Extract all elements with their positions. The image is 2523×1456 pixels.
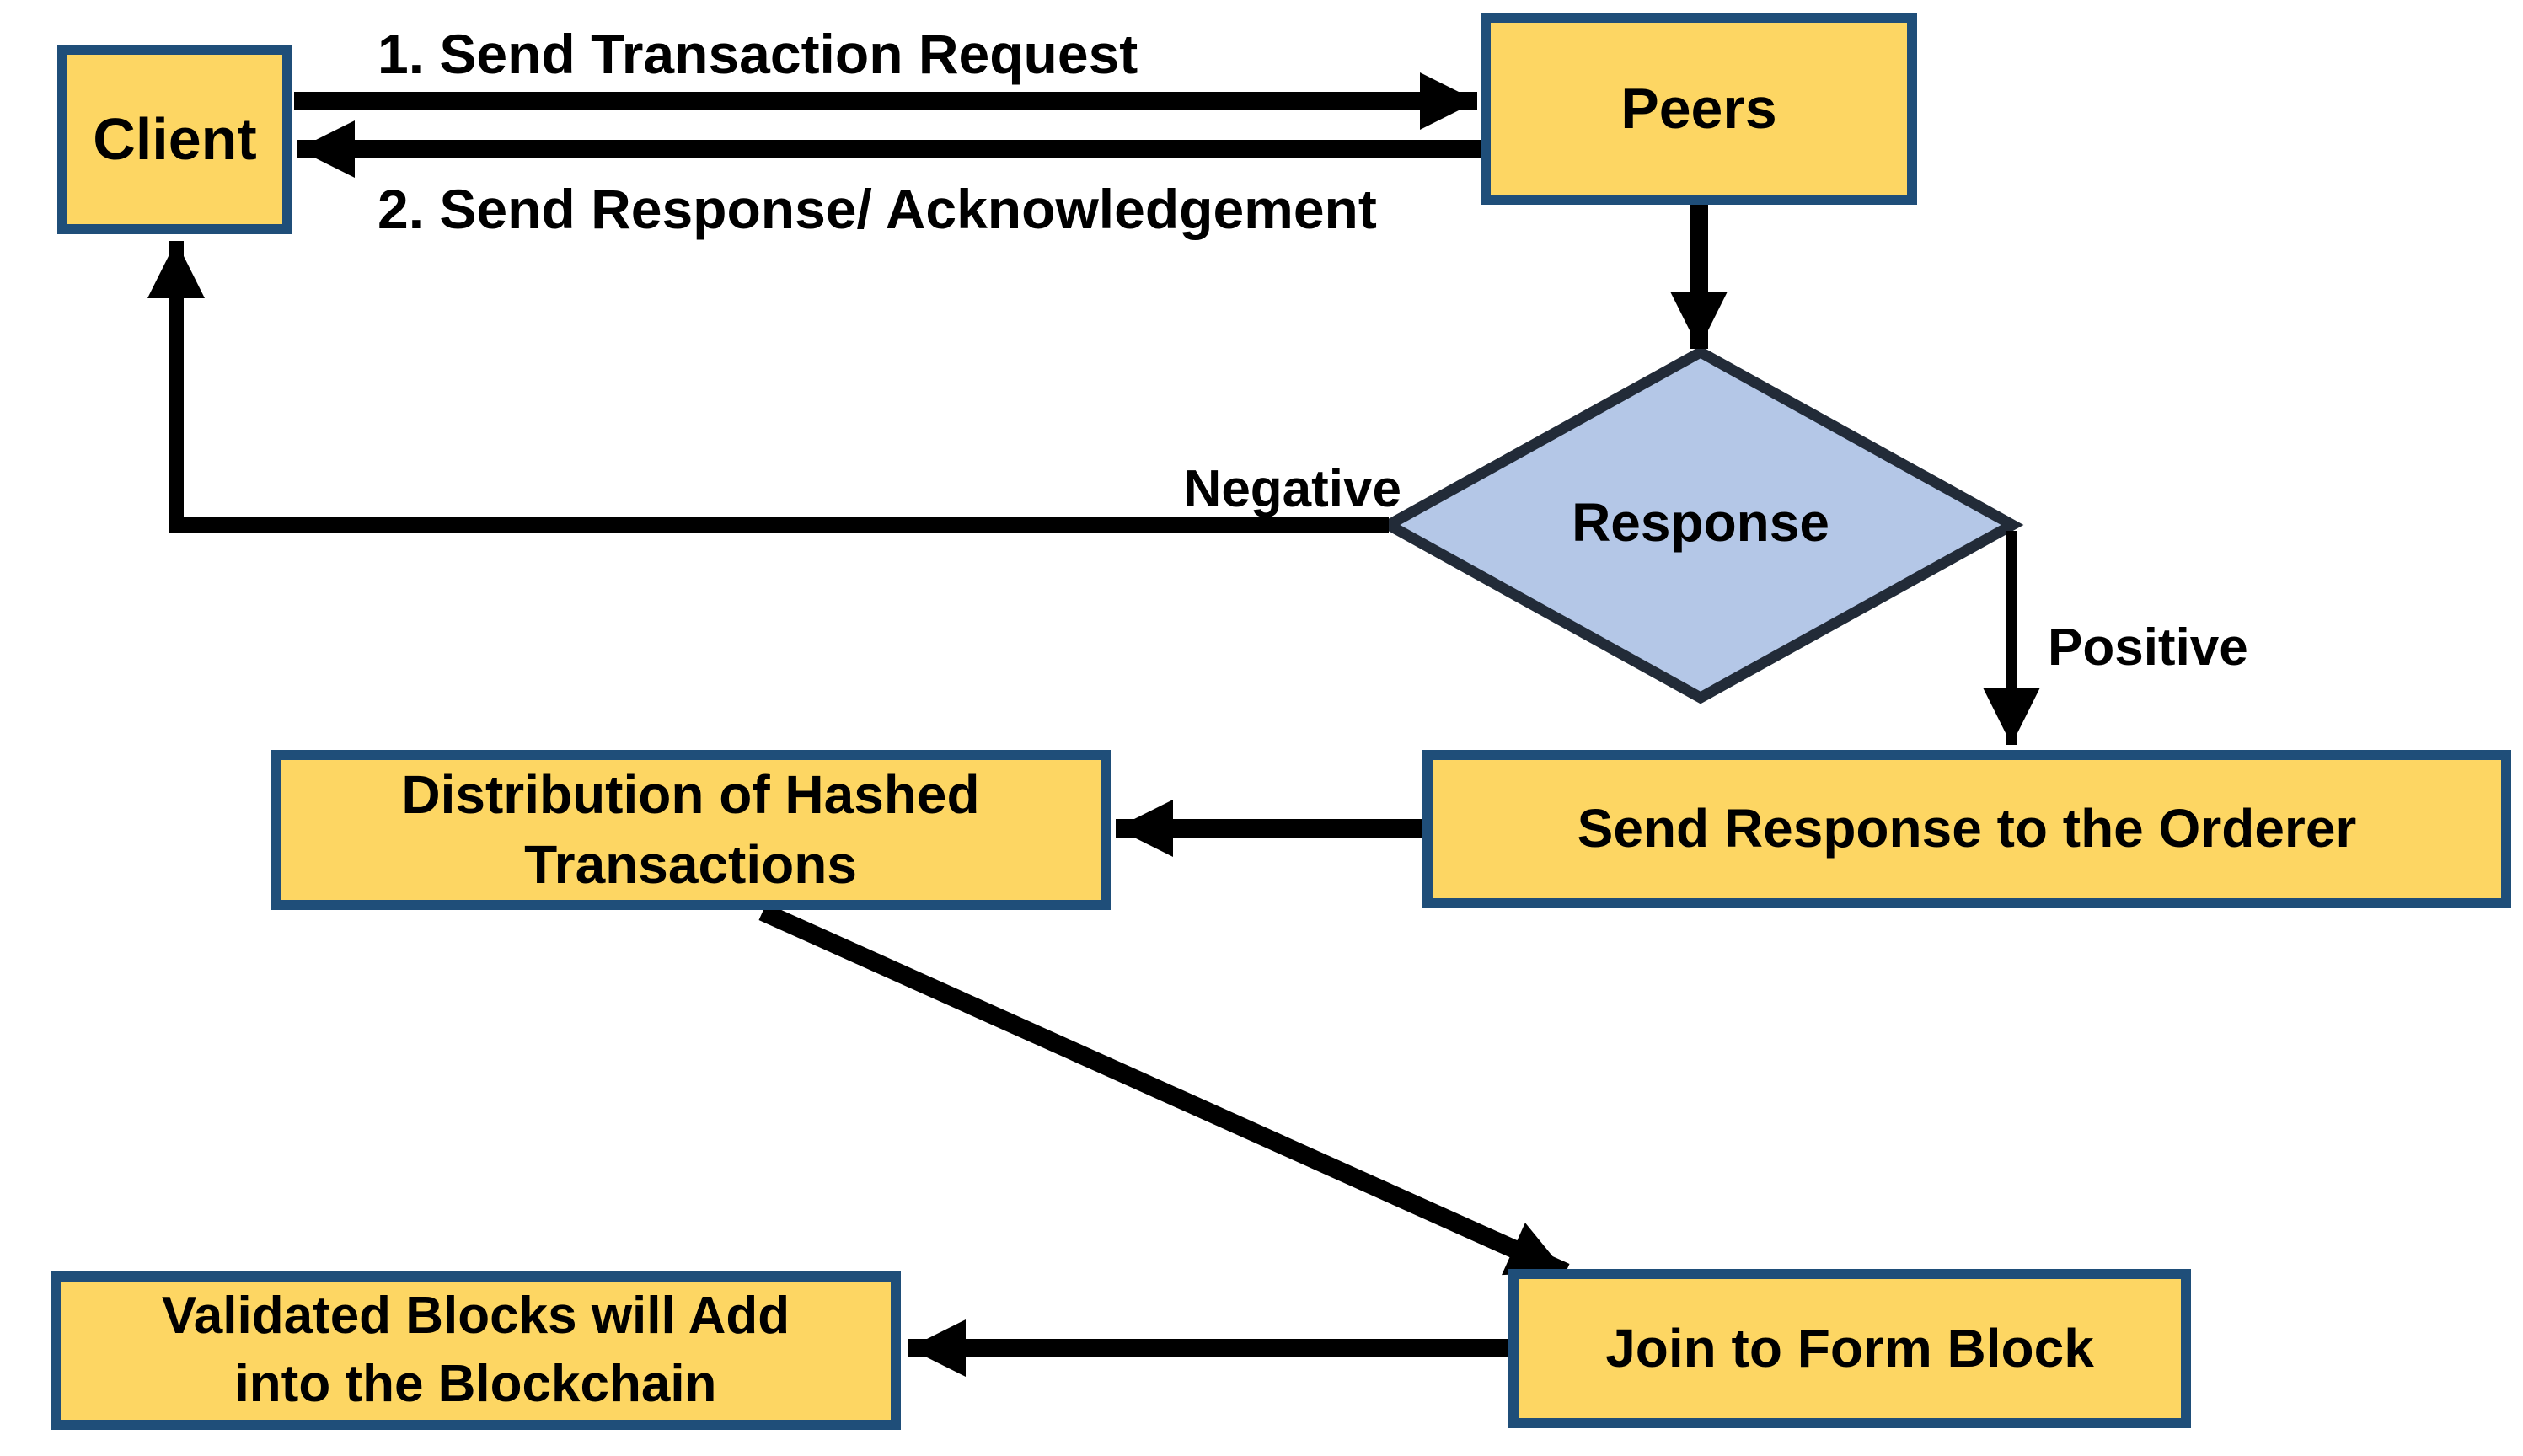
edge-request-label: 1. Send Transaction Request bbox=[378, 23, 1138, 85]
edge-negative-label: Negative bbox=[1183, 460, 1401, 518]
node-distribution-label: Distribution of Hashed Transactions bbox=[401, 763, 980, 895]
node-distribution: Distribution of Hashed Transactions bbox=[271, 750, 1111, 910]
node-orderer-label: Send Response to the Orderer bbox=[1577, 798, 2357, 859]
node-client-label: Client bbox=[93, 106, 257, 172]
node-orderer: Send Response to the Orderer bbox=[1422, 750, 2511, 908]
response-decision-shape bbox=[1377, 345, 2024, 704]
node-client: Client bbox=[57, 45, 292, 234]
node-join-label: Join to Form Block bbox=[1605, 1317, 2094, 1378]
node-join: Join to Form Block bbox=[1508, 1269, 2191, 1428]
node-peers-label: Peers bbox=[1620, 76, 1777, 141]
node-response-label: Response bbox=[1572, 492, 1829, 553]
node-peers: Peers bbox=[1481, 13, 1917, 205]
edge-ack-label: 2. Send Response/ Acknowledgement bbox=[378, 178, 1377, 240]
edge-form-arrow bbox=[758, 902, 1570, 1282]
node-validated: Validated Blocks will Add into the Block… bbox=[51, 1271, 901, 1430]
edge-negative-arrow bbox=[147, 241, 1389, 533]
node-validated-label: Validated Blocks will Add into the Block… bbox=[161, 1287, 790, 1413]
edge-positive-label: Positive bbox=[2048, 618, 2248, 677]
